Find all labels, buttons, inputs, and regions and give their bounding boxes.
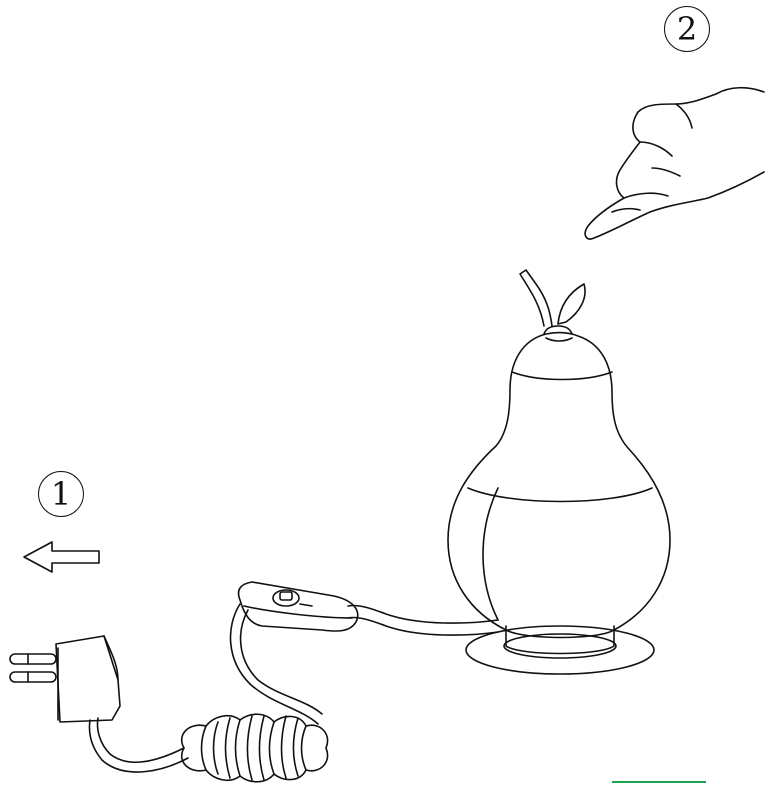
pointing-hand-icon — [585, 88, 764, 239]
power-cord — [348, 605, 498, 635]
step-marker-2: 2 — [664, 6, 710, 52]
arrow-left-icon — [24, 542, 99, 572]
coiled-cord-icon — [90, 604, 328, 782]
pear-lamp-icon — [448, 270, 670, 674]
accent-underline — [612, 781, 706, 783]
step-marker-1: 1 — [38, 471, 84, 517]
inline-switch-icon — [239, 582, 358, 631]
power-adapter-icon — [10, 636, 120, 722]
